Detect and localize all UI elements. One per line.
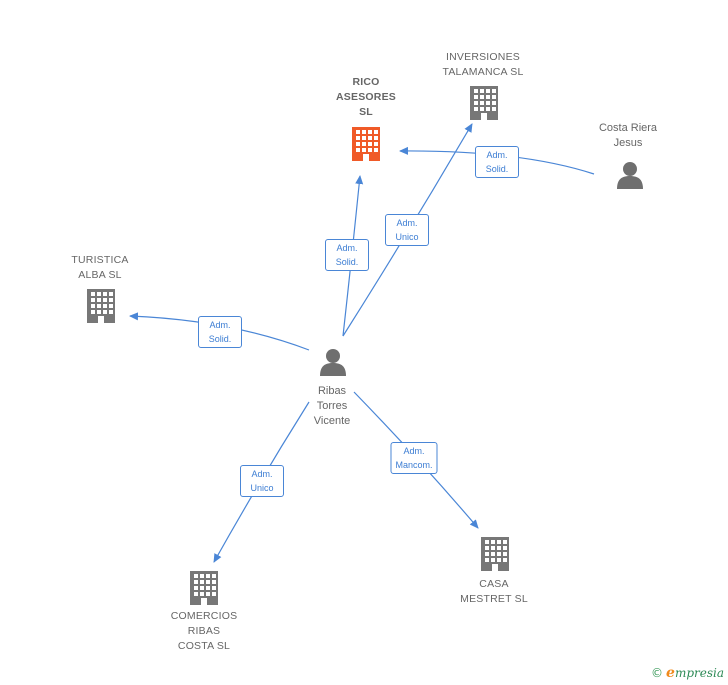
edge-label-ribas-rico: Adm. Solid.: [325, 239, 369, 271]
edge-label-ribas-turistica: Adm. Solid.: [198, 316, 242, 348]
company-label-inversiones-talamanca[interactable]: INVERSIONES TALAMANCA SL: [442, 51, 524, 78]
brand-logo-text: mpresia: [674, 666, 724, 680]
company-label-casa-mestret[interactable]: CASA MESTRET SL: [460, 578, 528, 605]
company-label-turistica-alba[interactable]: TURISTICA ALBA SL: [71, 254, 129, 281]
building-icon[interactable]: [87, 289, 115, 328]
company-label-comercios-ribas[interactable]: COMERCIOS RIBAS COSTA SL: [170, 610, 238, 652]
person-icon[interactable]: [616, 161, 644, 194]
edge-label-costa-rico: Adm. Solid.: [475, 146, 519, 178]
company-label-rico-asesores[interactable]: RICO ASESORES SL: [336, 76, 396, 118]
person-label-costa-riera[interactable]: Costa Riera Jesus: [598, 122, 658, 149]
building-icon[interactable]: [481, 537, 509, 576]
person-icon[interactable]: [319, 348, 347, 381]
brand-logo-initial: e: [666, 665, 675, 681]
brand-footer: ©empresia: [651, 665, 724, 681]
edge-label-ribas-casa: Adm. Mancom.: [390, 442, 438, 474]
copyright-icon: ©: [651, 666, 664, 680]
building-icon[interactable]: [470, 86, 498, 125]
edge-label-ribas-inversiones: Adm. Unico: [385, 214, 429, 246]
building-icon[interactable]: [190, 571, 218, 610]
edge-label-ribas-comercios: Adm. Unico: [240, 465, 284, 497]
person-label-ribas-torres[interactable]: Ribas Torres Vicente: [313, 385, 351, 427]
building-icon[interactable]: [352, 127, 380, 166]
